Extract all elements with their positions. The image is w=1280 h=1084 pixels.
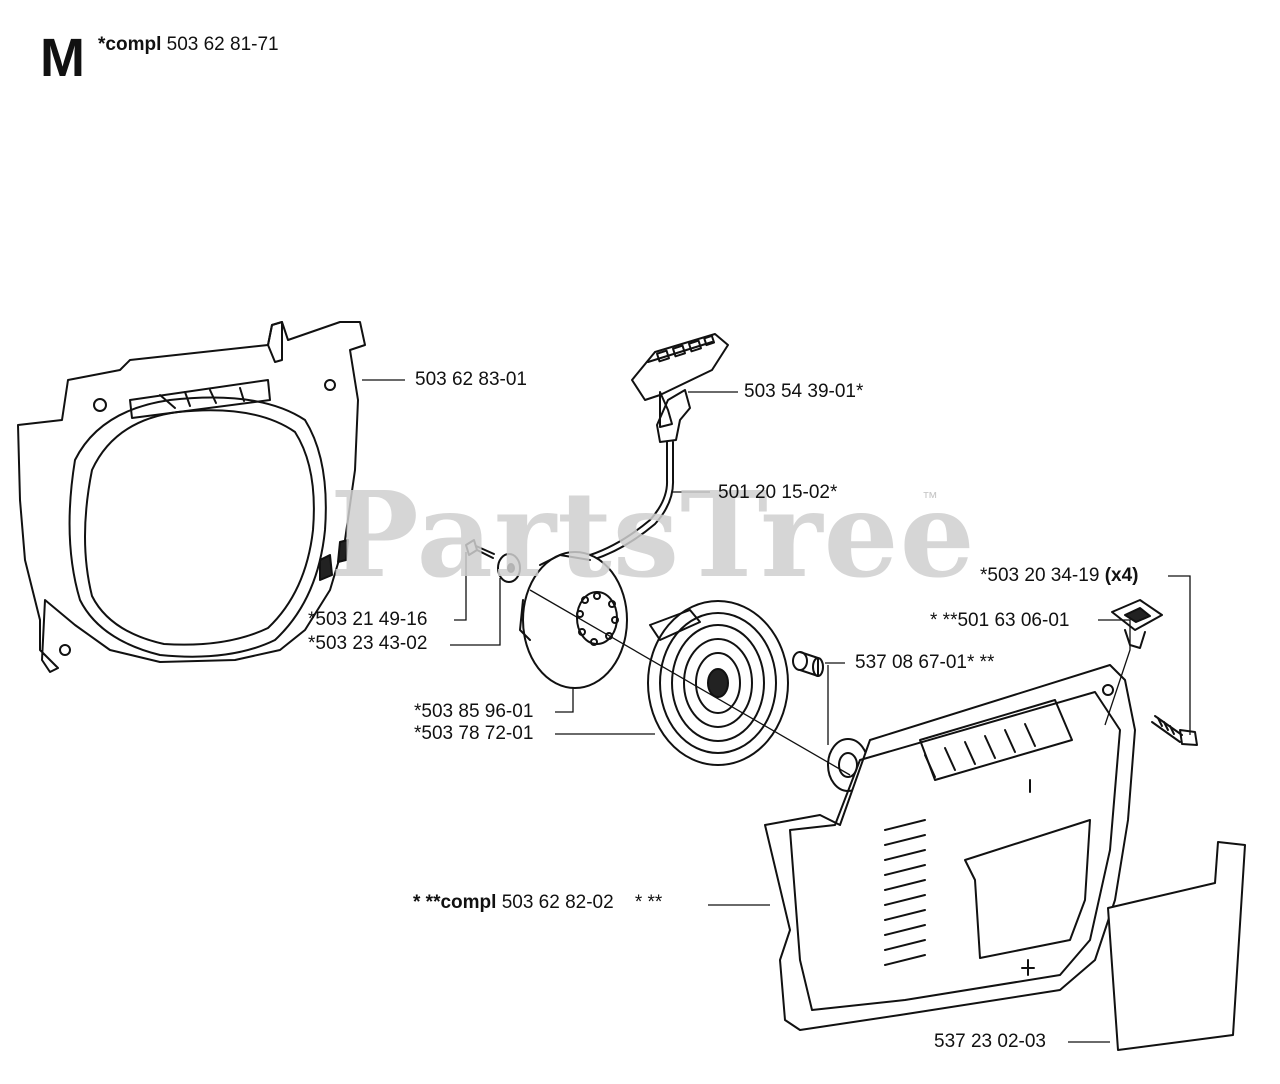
leader-lines [362, 379, 1191, 1043]
recoil-spring-part [647, 600, 789, 766]
part-prefix: * [414, 701, 422, 722]
part-number: 537 08 67-01* ** [855, 652, 995, 673]
callout-pulley-screw[interactable]: *503 21 49-16 [308, 609, 427, 631]
kit-number: 503 62 81-71 [166, 34, 279, 55]
part-number: 503 21 49-16 [315, 609, 428, 630]
starter-cover-part [764, 664, 1136, 1031]
decal-part [1107, 841, 1246, 1051]
part-number: 501 63 06-01 [957, 610, 1070, 631]
part-number: 501 20 15-02* [718, 482, 838, 503]
part-prefix: * [980, 565, 988, 586]
callout-pulley-washer[interactable]: *503 23 43-02 [308, 633, 427, 655]
sleeve-part [792, 651, 824, 677]
part-suffix: * ** [634, 892, 663, 913]
rope-pulley-part [519, 551, 628, 689]
callout-starter-cord[interactable]: 501 20 15-02* [718, 482, 837, 504]
grommet-part [1111, 599, 1163, 649]
part-number: 503 62 83-01 [415, 369, 527, 390]
kit-prefix: *compl [98, 34, 162, 55]
callout-sleeve[interactable]: 537 08 67-01* ** [855, 652, 994, 674]
part-number: 503 78 72-01 [421, 723, 534, 744]
kit-number-label: *compl 503 62 81-71 [98, 34, 279, 56]
pulley-washer-part [497, 553, 521, 583]
callout-grommet[interactable]: * **501 63 06-01 [930, 610, 1069, 632]
callout-decal[interactable]: 537 23 02-03 [934, 1031, 1046, 1053]
part-number: 503 23 43-02 [315, 633, 428, 654]
trademark-symbol: ™ [922, 490, 938, 507]
callout-starter-cover[interactable]: * **compl 503 62 82-02 * ** [413, 892, 662, 914]
part-prefix: * [414, 723, 422, 744]
part-number: 503 62 82-02 [501, 892, 614, 913]
callout-fan-housing[interactable]: 503 62 83-01 [415, 369, 527, 391]
part-number: 503 54 39-01* [744, 381, 864, 402]
starter-handle-part [631, 333, 729, 443]
part-number: 537 23 02-03 [934, 1031, 1046, 1052]
starter-cord-part [559, 441, 675, 566]
callout-cover-screw[interactable]: *503 20 34-19 (x4) [980, 565, 1138, 587]
pulley-screw-part [465, 539, 495, 559]
part-prefix: * [308, 609, 316, 630]
callout-starter-handle[interactable]: 503 54 39-01* [744, 381, 863, 403]
part-prefix: * [308, 633, 316, 654]
part-quantity: (x4) [1104, 565, 1139, 586]
callout-recoil-spring[interactable]: *503 78 72-01 [414, 723, 533, 745]
part-compl: compl [440, 892, 497, 913]
callout-rope-pulley[interactable]: *503 85 96-01 [414, 701, 533, 723]
part-number: 503 20 34-19 [987, 565, 1100, 586]
part-prefix: * ** [413, 892, 441, 913]
part-number: 503 85 96-01 [421, 701, 534, 722]
fan-housing-part [17, 321, 366, 673]
watermark-text: PartsTree [330, 465, 976, 604]
part-prefix: * ** [930, 610, 958, 631]
section-letter: M [40, 28, 85, 88]
